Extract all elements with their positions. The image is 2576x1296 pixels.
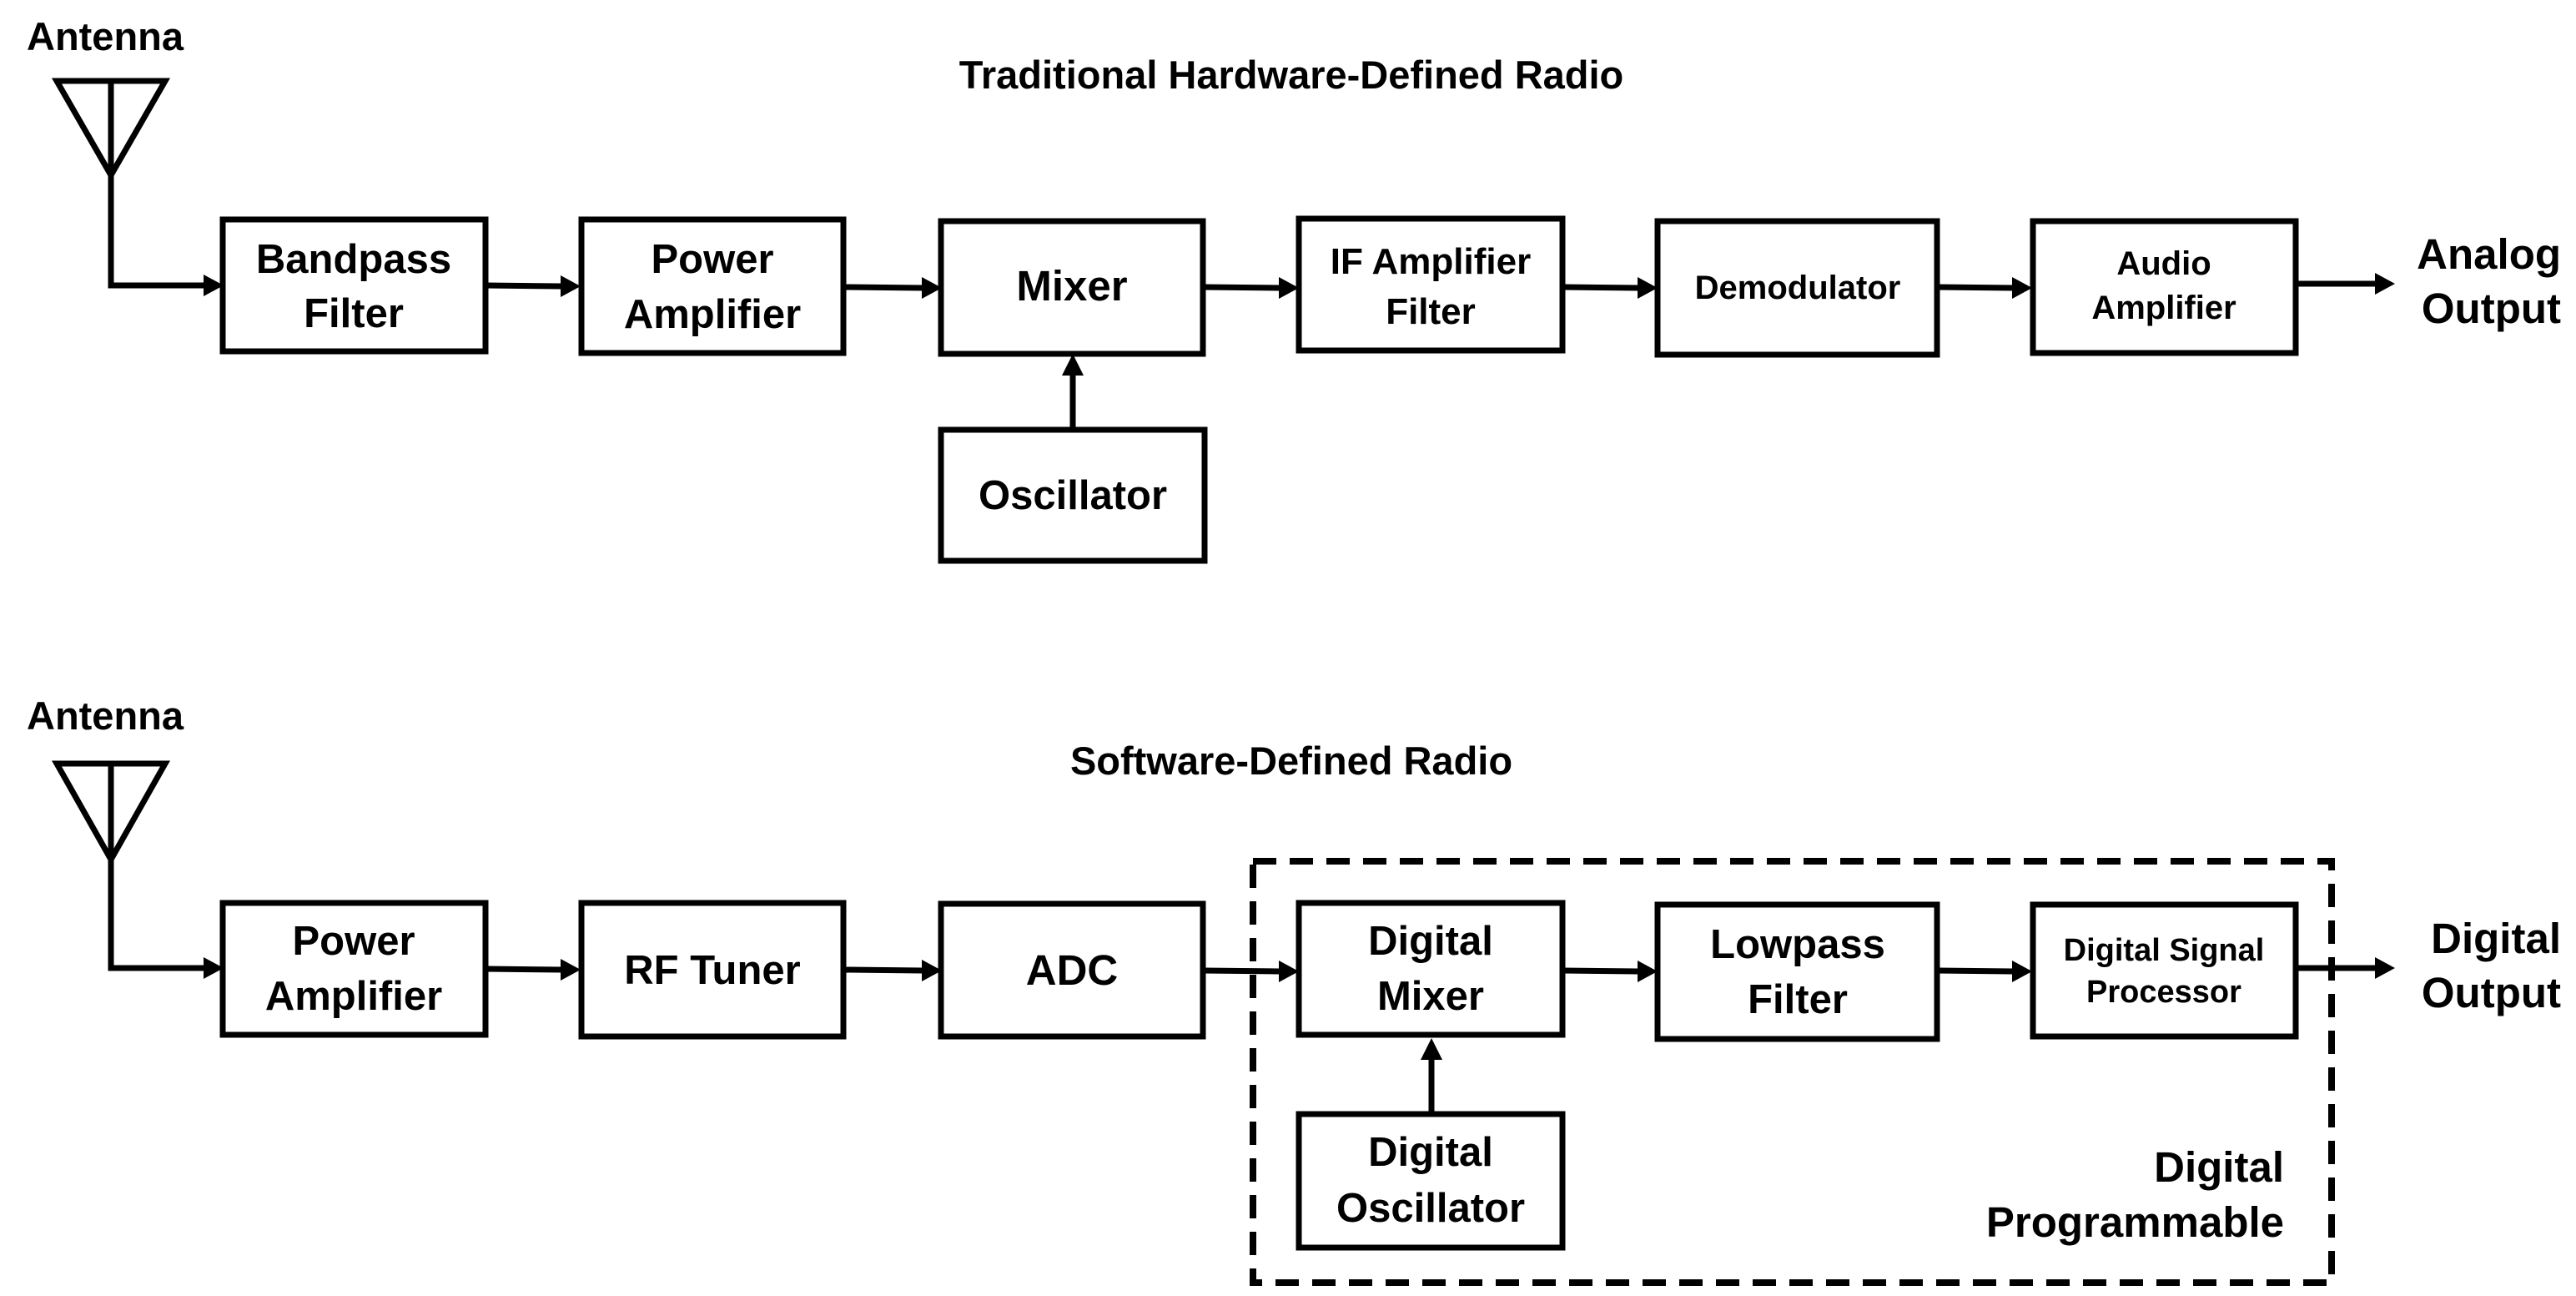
traditional-connector	[485, 282, 561, 290]
svg-text:Amplifier: Amplifier	[265, 974, 442, 1019]
svg-text:Output: Output	[2422, 285, 2561, 332]
svg-text:Digital: Digital	[1368, 1130, 1493, 1175]
svg-text:Digital: Digital	[2431, 915, 2561, 962]
svg-text:Amplifier: Amplifier	[624, 292, 801, 337]
if-amplifier-filter-block: IF Amplifier Filter	[1296, 215, 1566, 354]
traditional-arrowhead	[922, 277, 942, 299]
sdr-connector	[843, 966, 923, 974]
sdr-section: Software-Defined Radio Antenna Digital P…	[27, 693, 2561, 1286]
svg-text:Mixer: Mixer	[1016, 262, 1127, 310]
bandpass-filter-block: Bandpass Filter	[219, 216, 489, 355]
svg-text:Demodulator: Demodulator	[1695, 270, 1901, 306]
traditional-connector	[1562, 284, 1638, 291]
svg-text:Lowpass: Lowpass	[1710, 922, 1885, 967]
sdr-arrowhead	[2012, 961, 2032, 982]
traditional-arrowhead	[1062, 354, 1084, 376]
sdr-arrowhead	[922, 960, 942, 981]
svg-text:RF Tuner: RF Tuner	[624, 948, 800, 993]
svg-text:Power: Power	[651, 237, 773, 282]
svg-text:Filter: Filter	[304, 291, 404, 336]
traditional-antenna-wire	[108, 175, 204, 289]
svg-text:Filter: Filter	[1748, 977, 1848, 1022]
svg-text:Oscillator: Oscillator	[1336, 1186, 1525, 1231]
traditional-title: Traditional Hardware-Defined Radio	[959, 53, 1624, 97]
lowpass-filter-block: Lowpass Filter	[1654, 901, 1940, 1042]
sdr-power-amplifier-block: Power Amplifier	[219, 900, 489, 1038]
svg-text:Filter: Filter	[1386, 291, 1476, 332]
svg-text:Digital: Digital	[2154, 1143, 2284, 1191]
traditional-arrowhead	[1638, 277, 1658, 299]
svg-text:IF Amplifier: IF Amplifier	[1331, 241, 1531, 282]
sdr-arrowhead	[1279, 961, 1299, 982]
digital-programmable-region	[1250, 858, 2335, 1286]
sdr-arrowhead	[1638, 961, 1658, 982]
sdr-arrowhead	[204, 957, 224, 979]
sdr-antenna-label: Antenna	[27, 693, 184, 738]
power-amplifier-block: Power Amplifier	[578, 216, 847, 356]
analog-output-label: Analog Output	[2417, 230, 2561, 332]
sdr-connector	[485, 966, 561, 973]
svg-text:Oscillator: Oscillator	[979, 473, 1167, 518]
traditional-connector	[843, 284, 923, 291]
svg-text:ADC: ADC	[1026, 946, 1119, 994]
svg-text:Output: Output	[2422, 969, 2561, 1016]
sdr-antenna-wire	[108, 860, 204, 971]
sdr-antenna-icon	[52, 760, 170, 866]
svg-text:Analog: Analog	[2417, 230, 2561, 278]
adc-block: ADC	[938, 900, 1206, 1040]
traditional-arrowhead	[2012, 277, 2032, 299]
sdr-arrowhead	[1421, 1038, 1442, 1060]
svg-text:Digital Signal: Digital Signal	[2064, 933, 2265, 968]
svg-text:Processor: Processor	[2086, 975, 2241, 1010]
traditional-connector	[1936, 284, 2013, 291]
svg-text:Bandpass: Bandpass	[256, 237, 451, 282]
svg-text:Amplifier: Amplifier	[2091, 290, 2236, 326]
svg-text:Power: Power	[292, 919, 415, 964]
digital-programmable-label: Digital Programmable	[1986, 1143, 2284, 1246]
traditional-connector	[1202, 284, 1280, 291]
sdr-title: Software-Defined Radio	[1070, 739, 1512, 783]
oscillator-block: Oscillator	[938, 426, 1208, 564]
traditional-arrowhead	[561, 275, 581, 297]
digital-oscillator-block: Digital Oscillator	[1296, 1111, 1566, 1251]
svg-text:Audio: Audio	[2116, 245, 2211, 282]
digital-output-label: Digital Output	[2422, 915, 2561, 1016]
traditional-arrowhead	[2375, 273, 2395, 295]
svg-text:Programmable: Programmable	[1986, 1198, 2284, 1246]
traditional-radio-section: Traditional Hardware-Defined Radio Anten…	[27, 14, 2561, 564]
digital-signal-processor-block: Digital Signal Processor	[2030, 901, 2299, 1040]
traditional-arrowhead	[204, 275, 224, 296]
traditional-antenna-icon	[51, 78, 171, 182]
traditional-antenna-label: Antenna	[27, 14, 184, 58]
traditional-arrowhead	[1279, 277, 1299, 299]
audio-amplifier-block: Audio Amplifier	[2030, 218, 2299, 356]
digital-mixer-block: Digital Mixer	[1296, 900, 1566, 1038]
mixer-block: Mixer	[938, 218, 1206, 357]
svg-text:Mixer: Mixer	[1377, 974, 1484, 1019]
demodulator-block: Demodulator	[1654, 218, 1940, 358]
svg-text:Digital: Digital	[1368, 919, 1493, 964]
rf-tuner-block: RF Tuner	[578, 900, 847, 1040]
sdr-arrowhead	[561, 959, 581, 981]
sdr-arrowhead	[2375, 957, 2395, 979]
